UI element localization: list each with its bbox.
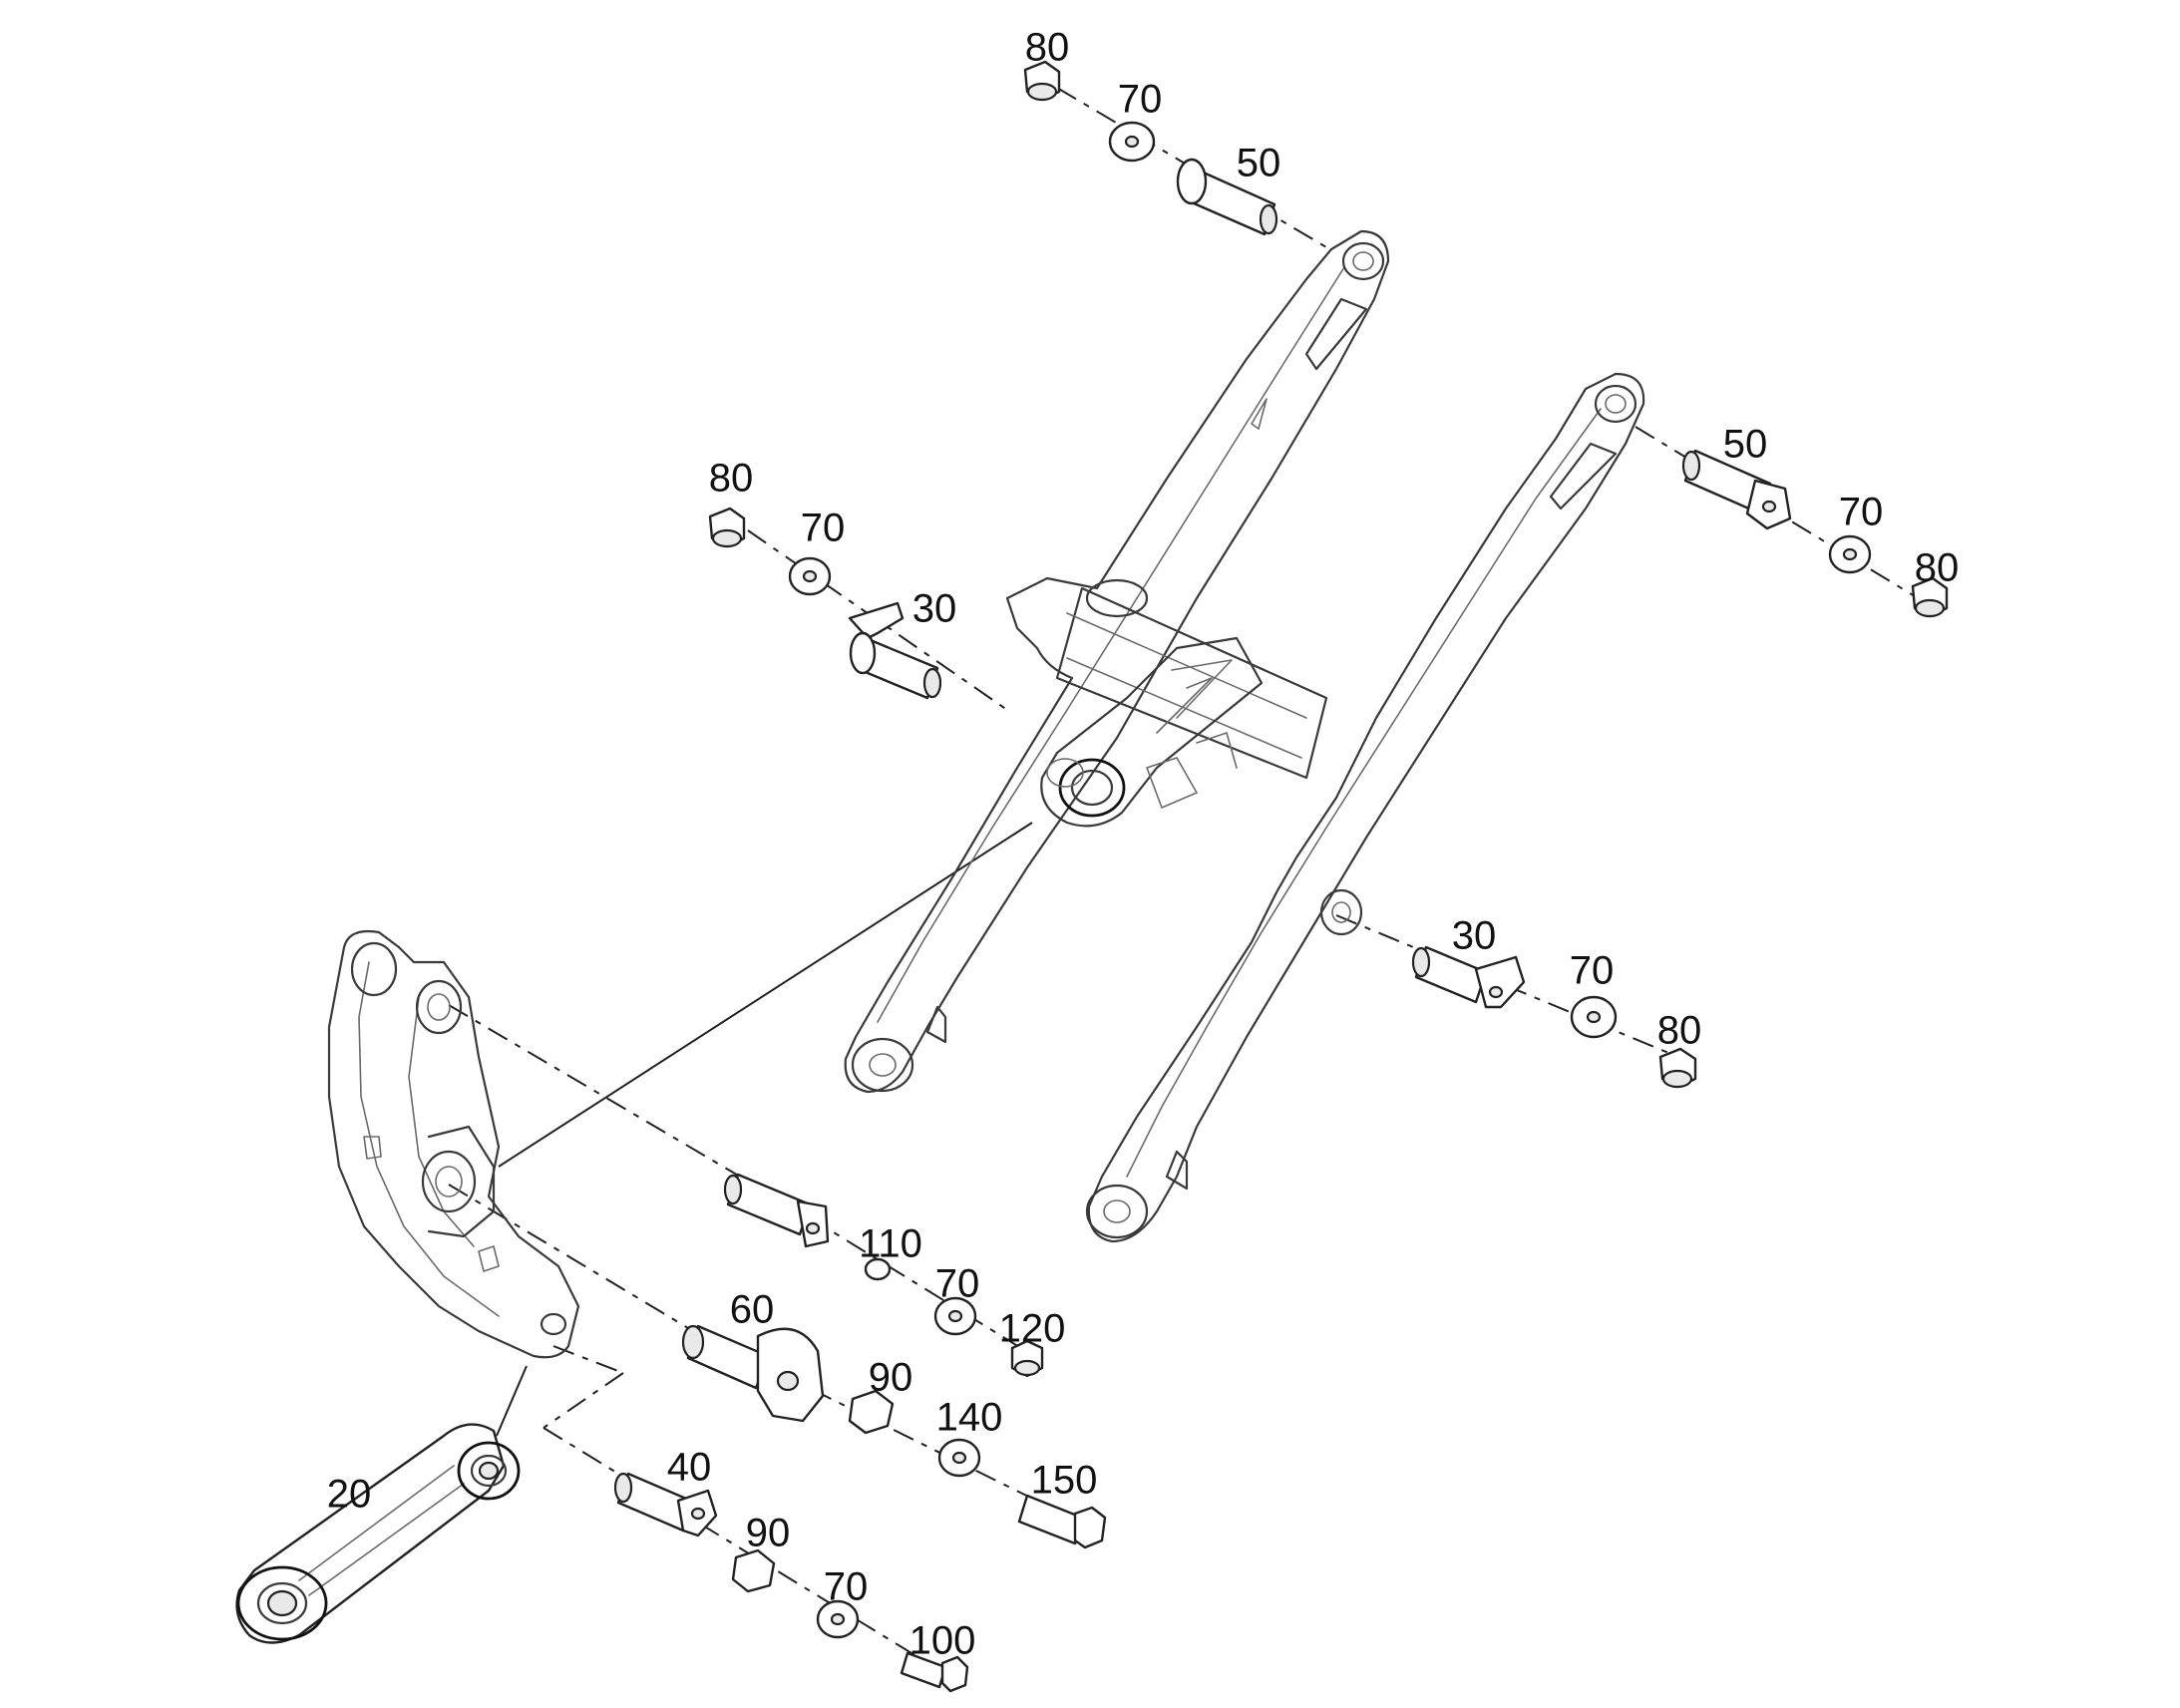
- callout-120: 120: [999, 1307, 1066, 1351]
- callout-80: 80: [1025, 26, 1070, 70]
- callout-150: 150: [1031, 1459, 1098, 1503]
- callout-60: 60: [730, 1288, 775, 1332]
- callout-70: 70: [824, 1565, 869, 1609]
- callout-70: 70: [935, 1262, 980, 1306]
- callout-80: 80: [709, 457, 754, 501]
- fastener-parts: [613, 60, 1949, 1693]
- callout-70: 70: [1839, 491, 1884, 534]
- callout-50: 50: [1237, 142, 1281, 185]
- callout-20: 20: [327, 1473, 372, 1517]
- callout-90: 90: [746, 1512, 791, 1555]
- callout-70: 70: [801, 507, 846, 550]
- part-number-callouts: 80 70 50 80 70 30 50 70 80 30 70 80 110 70 120 60 90 140 1…: [327, 26, 1960, 1663]
- callout-80: 80: [1915, 546, 1960, 590]
- callout-40: 40: [667, 1446, 712, 1490]
- mounting-bracket: [327, 929, 580, 1359]
- callout-110: 110: [859, 1222, 922, 1266]
- callout-90: 90: [869, 1356, 913, 1400]
- assembly-axis-lines: [448, 87, 1916, 1676]
- callout-30: 30: [1452, 914, 1497, 958]
- callout-80: 80: [1657, 1009, 1702, 1053]
- callout-100: 100: [909, 1619, 976, 1663]
- callout-140: 140: [936, 1396, 1003, 1440]
- link-rod: [235, 1423, 521, 1644]
- callout-50: 50: [1723, 423, 1768, 467]
- callout-30: 30: [912, 587, 957, 631]
- callout-70: 70: [1118, 78, 1163, 122]
- callout-70: 70: [1570, 949, 1615, 993]
- loader-arm-frame: [844, 229, 1645, 1243]
